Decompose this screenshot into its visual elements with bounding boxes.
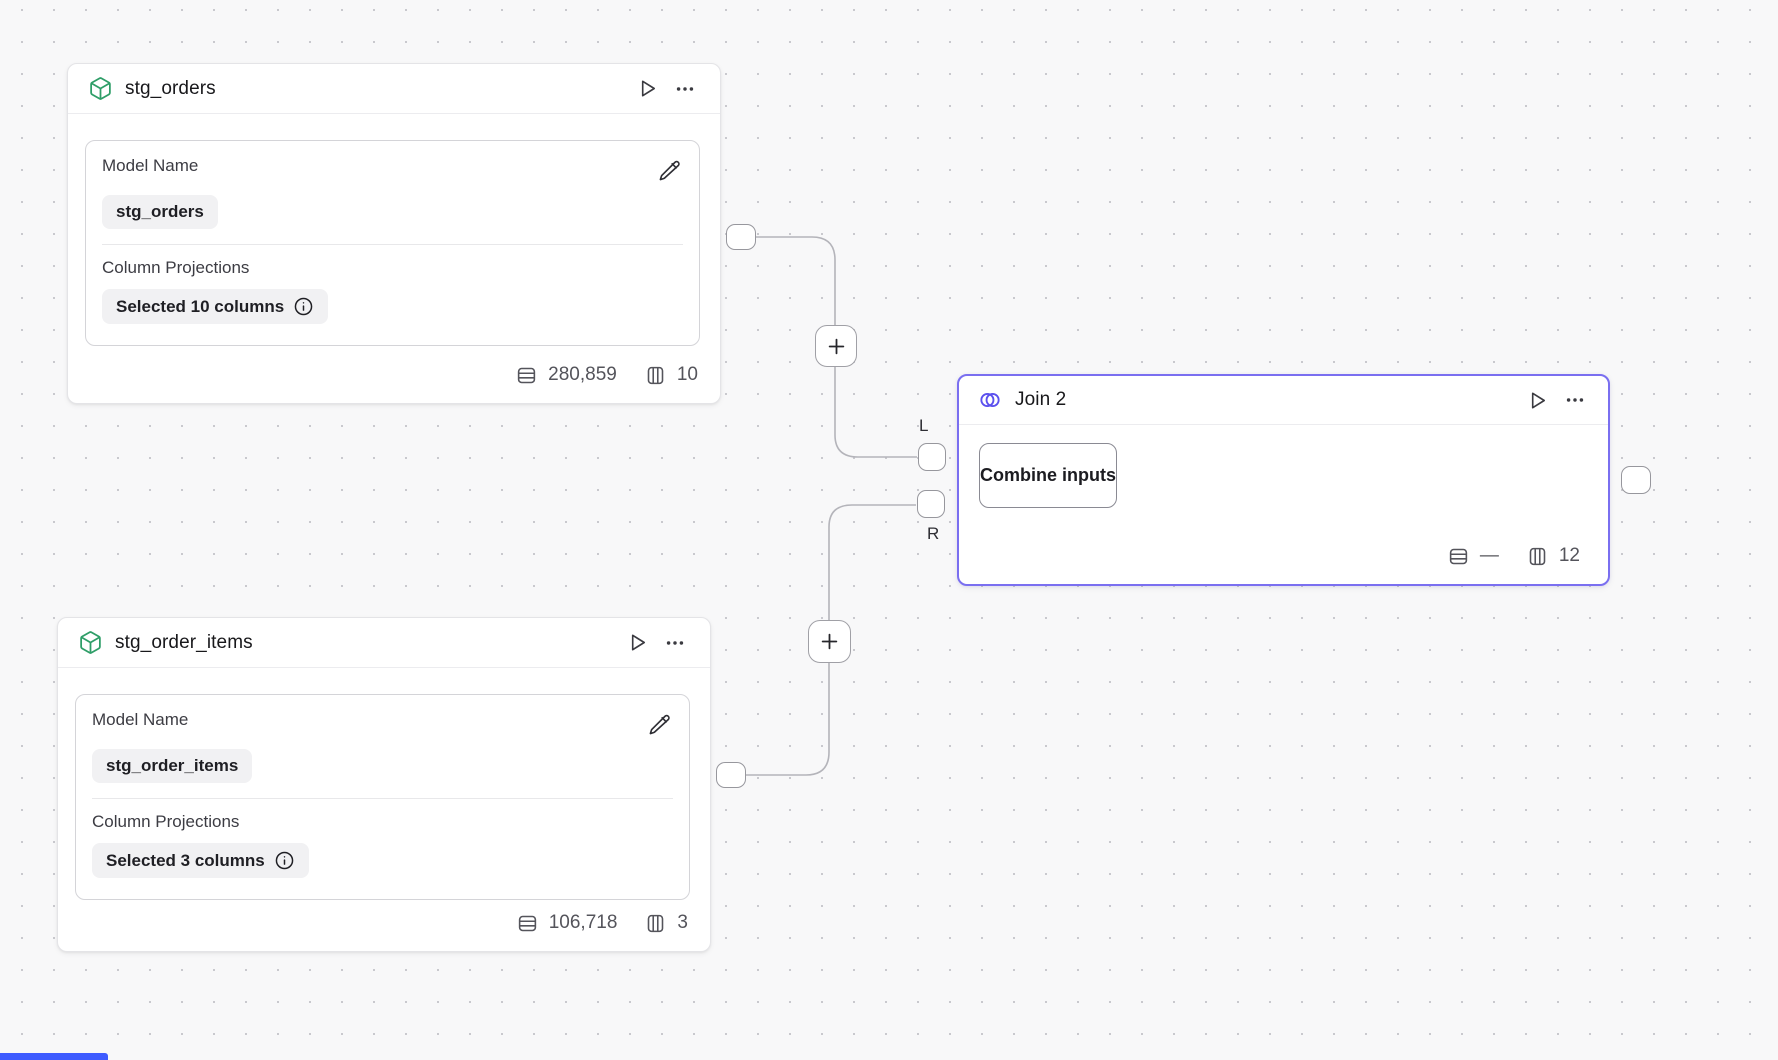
join-left-port-label: L <box>919 416 929 435</box>
column-projections-badge[interactable]: Selected 3 columns <box>92 843 309 878</box>
node-join-2[interactable]: Join 2 Combine inputs — 12 <box>957 374 1610 586</box>
node-config-card: Model Name stg_order_items Column Projec… <box>75 694 690 900</box>
node-title: Join 2 <box>1015 389 1067 410</box>
partial-element-bottom-left <box>0 1053 108 1060</box>
row-count-stat: 280,859 <box>516 364 617 386</box>
add-node-on-edge-button-top[interactable] <box>815 325 857 367</box>
output-port-stg-order-items[interactable] <box>716 762 746 788</box>
node-stats-footer: 106,718 3 <box>58 895 710 951</box>
column-count-stat: 10 <box>645 364 698 386</box>
run-node-button[interactable] <box>630 72 664 106</box>
info-icon[interactable] <box>274 850 295 871</box>
add-node-on-edge-button-bottom[interactable] <box>808 620 851 663</box>
model-box-icon <box>78 630 103 655</box>
model-name-badge[interactable]: stg_orders <box>102 195 218 229</box>
column-projections-label: Column Projections <box>102 258 250 277</box>
node-header: stg_order_items <box>58 618 710 668</box>
model-name-label: Model Name <box>92 710 189 729</box>
input-port-join-left[interactable] <box>918 443 946 471</box>
column-projections-label: Column Projections <box>92 812 240 831</box>
columns-icon <box>1527 546 1548 567</box>
node-title: stg_order_items <box>115 631 253 653</box>
model-name-label: Model Name <box>102 156 199 175</box>
rows-icon <box>516 365 537 386</box>
run-node-button[interactable] <box>1520 383 1554 417</box>
join-venn-icon <box>977 387 1003 413</box>
edit-pencil-icon[interactable] <box>645 710 673 738</box>
node-header: Join 2 <box>959 376 1608 425</box>
run-node-button[interactable] <box>620 626 654 660</box>
column-count-stat: 3 <box>645 912 688 934</box>
column-count-stat: 12 <box>1527 545 1580 567</box>
column-projections-badge[interactable]: Selected 10 columns <box>102 289 329 324</box>
columns-icon <box>645 913 666 934</box>
node-stg-orders[interactable]: stg_orders Model Name stg_orders <box>67 63 721 404</box>
columns-icon <box>645 365 666 386</box>
edit-pencil-icon[interactable] <box>655 156 683 184</box>
rows-icon <box>1448 546 1469 567</box>
model-name-badge[interactable]: stg_order_items <box>92 749 253 783</box>
plus-icon <box>828 338 844 354</box>
output-port-join[interactable] <box>1621 466 1651 494</box>
row-count-stat: 106,718 <box>517 912 617 934</box>
combine-inputs-button[interactable]: Combine inputs <box>979 443 1117 508</box>
model-box-icon <box>88 76 113 101</box>
node-config-card: Model Name stg_orders Column Projections… <box>85 140 700 346</box>
node-stats-footer: — 12 <box>959 528 1608 584</box>
card-divider <box>92 798 673 799</box>
info-icon[interactable] <box>293 296 314 317</box>
input-port-join-right[interactable] <box>917 490 945 518</box>
rows-icon <box>517 913 538 934</box>
row-count-stat: — <box>1448 545 1499 567</box>
card-divider <box>102 244 683 245</box>
node-title: stg_orders <box>125 77 216 99</box>
plus-icon <box>821 633 838 650</box>
join-right-port-label: R <box>927 524 940 543</box>
node-header: stg_orders <box>68 64 720 114</box>
node-stg-order-items[interactable]: stg_order_items Model Name stg_order_ <box>57 617 711 952</box>
node-menu-button[interactable] <box>658 626 692 660</box>
output-port-stg-orders[interactable] <box>726 224 756 250</box>
node-stats-footer: 280,859 10 <box>68 347 720 403</box>
node-menu-button[interactable] <box>668 72 702 106</box>
node-menu-button[interactable] <box>1558 383 1592 417</box>
